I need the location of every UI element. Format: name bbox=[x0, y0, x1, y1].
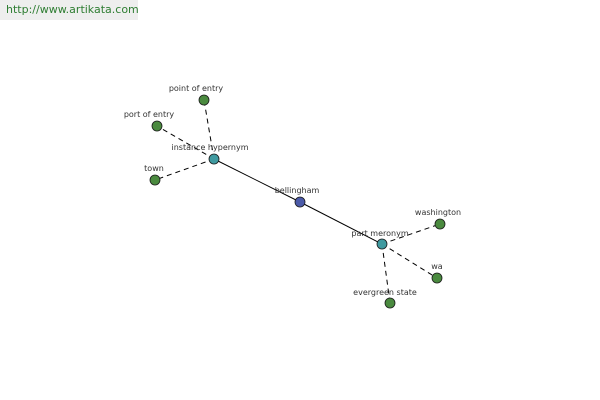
node-label-town: town bbox=[144, 164, 164, 173]
edge-part-meronym-to-washington bbox=[381, 223, 441, 245]
edge-layer bbox=[154, 99, 441, 304]
node-label-port-of-entry: port of entry bbox=[124, 110, 175, 119]
node-point-of-entry[interactable] bbox=[198, 94, 210, 106]
edge-bellingham-to-instance-hypernym bbox=[213, 158, 301, 203]
node-label-instance-hypernym: instance hypernym bbox=[172, 143, 249, 152]
node-town[interactable] bbox=[149, 174, 161, 186]
node-layer bbox=[149, 94, 446, 309]
node-port-of-entry[interactable] bbox=[151, 120, 163, 132]
edge-instance-hypernym-to-point-of-entry bbox=[203, 99, 215, 160]
node-washington[interactable] bbox=[434, 218, 446, 230]
node-label-part-meronym: part meronym bbox=[351, 229, 408, 238]
node-instance-hypernym[interactable] bbox=[208, 153, 220, 165]
node-bellingham[interactable] bbox=[294, 196, 306, 208]
node-label-washington: washington bbox=[415, 208, 461, 217]
node-part-meronym[interactable] bbox=[376, 238, 388, 250]
edge-bellingham-to-part-meronym bbox=[299, 201, 383, 245]
edge-part-meronym-to-evergreen-state bbox=[381, 243, 391, 304]
node-label-point-of-entry: point of entry bbox=[169, 84, 224, 93]
node-label-bellingham: bellingham bbox=[275, 186, 320, 195]
node-evergreen-state[interactable] bbox=[384, 297, 396, 309]
node-label-evergreen-state: evergreen state bbox=[353, 288, 417, 297]
watermark-url: http://www.artikata.com bbox=[0, 0, 139, 20]
node-wa[interactable] bbox=[431, 272, 443, 284]
edge-part-meronym-to-wa bbox=[381, 243, 438, 279]
label-layer: bellingham instance hypernym part meronym p… bbox=[124, 84, 461, 297]
edge-instance-hypernym-to-port-of-entry bbox=[156, 125, 215, 160]
node-label-wa: wa bbox=[431, 262, 443, 271]
edge-instance-hypernym-to-town bbox=[154, 158, 215, 181]
